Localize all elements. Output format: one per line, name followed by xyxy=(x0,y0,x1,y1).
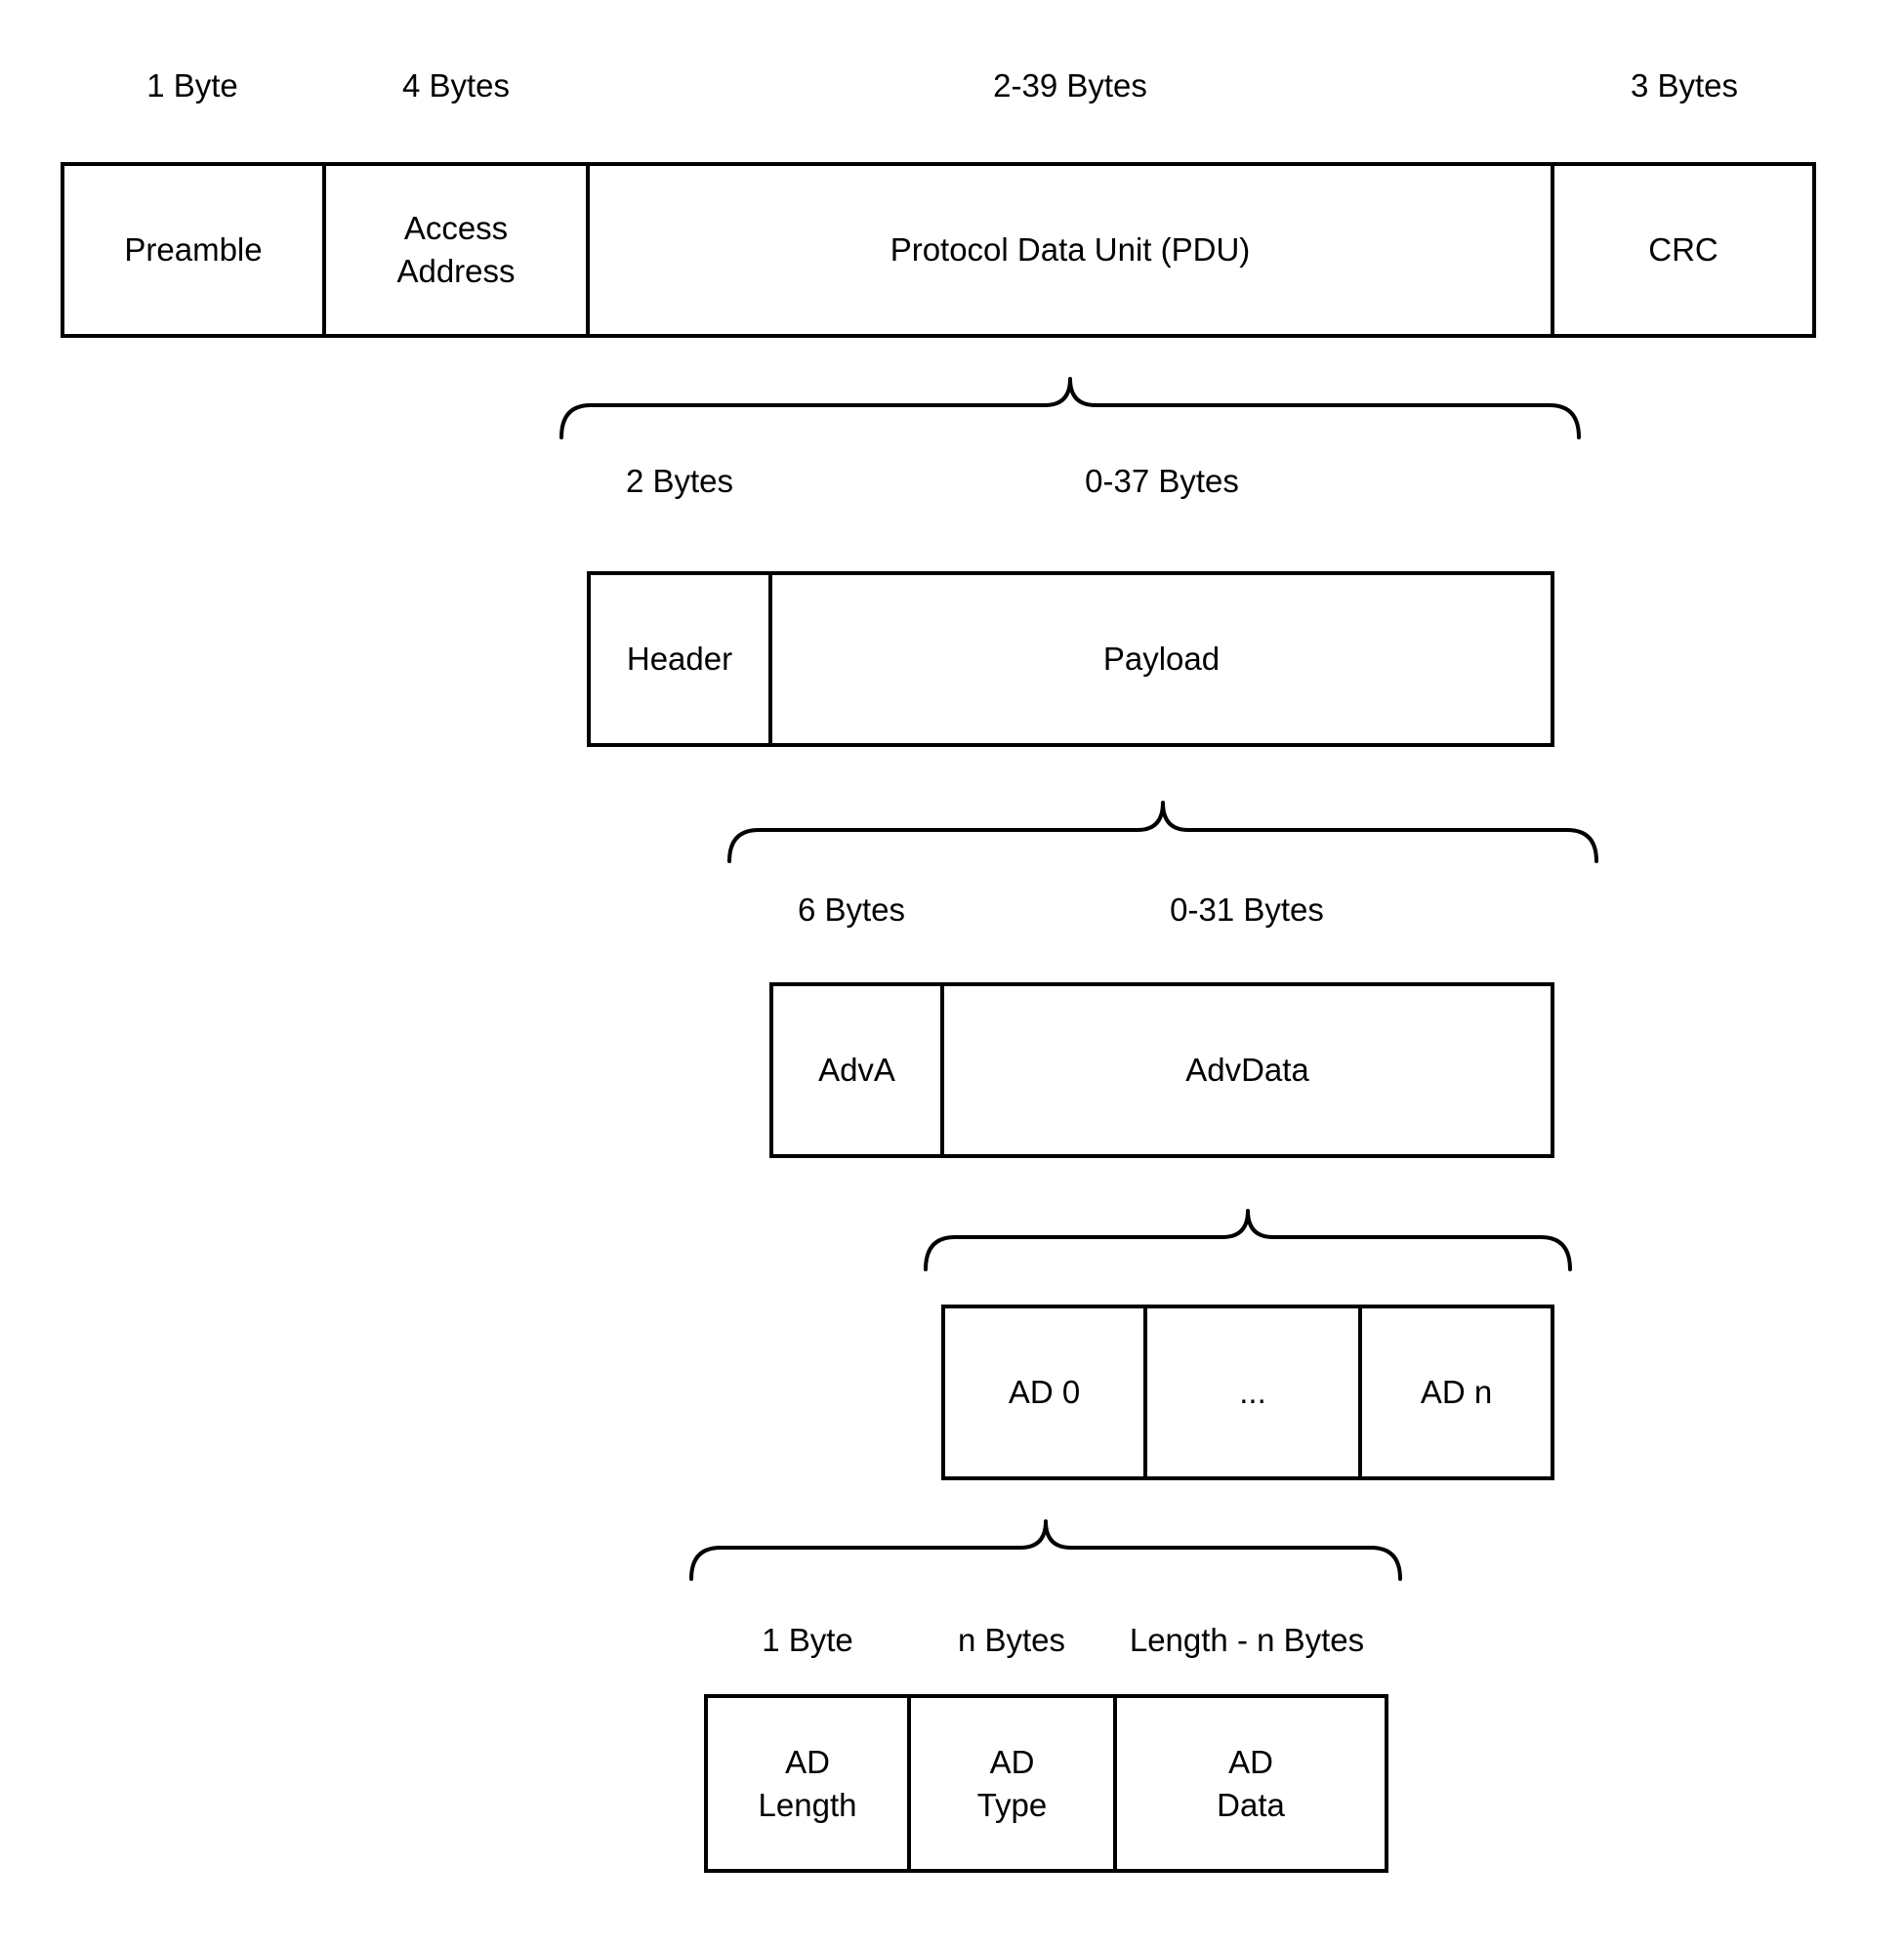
size-label-access-address: 4 Bytes xyxy=(401,67,511,104)
header-box: Header xyxy=(626,641,733,677)
payload-box: Payload xyxy=(768,575,1551,743)
ad-length-box: AD Length xyxy=(758,1743,857,1823)
size-label-header: 2 Bytes xyxy=(625,463,734,499)
ad-type-box: AD Type xyxy=(907,1698,1113,1869)
size-label-ad-type: n Bytes xyxy=(957,1622,1066,1658)
size-label-ad-length: 1 Byte xyxy=(762,1622,853,1658)
adn-box: AD n xyxy=(1358,1308,1551,1476)
access-address-box: Access Address xyxy=(322,166,586,334)
ad-data-box: AD Data xyxy=(1113,1698,1385,1869)
ad-ellipsis-box: ... xyxy=(1143,1308,1358,1476)
ad0-box: AD 0 xyxy=(1008,1374,1081,1410)
advdata-box: AdvData xyxy=(940,986,1551,1154)
size-label-adva: 6 Bytes xyxy=(797,891,906,928)
ad0-expansion-brace xyxy=(689,1519,1402,1581)
payload-expansion-brace xyxy=(727,801,1598,863)
size-label-pdu: 2-39 Bytes xyxy=(993,67,1147,104)
size-label-payload: 0-37 Bytes xyxy=(1085,463,1239,499)
crc-box: CRC xyxy=(1551,166,1812,334)
packet-row: Preamble Access Address Protocol Data Un… xyxy=(61,162,1816,338)
adva-box: AdvA xyxy=(818,1052,895,1088)
payload-row: AdvA AdvData xyxy=(769,982,1554,1158)
size-label-preamble: 1 Byte xyxy=(146,67,238,104)
pdu-row: Header Payload xyxy=(587,571,1554,747)
advdata-row: AD 0 ... AD n xyxy=(941,1305,1554,1480)
ad-structure-row: AD Length AD Type AD Data xyxy=(704,1694,1388,1873)
size-label-crc: 3 Bytes xyxy=(1630,67,1739,104)
preamble-box: Preamble xyxy=(124,231,263,268)
pdu-expansion-brace xyxy=(559,377,1581,439)
pdu-box: Protocol Data Unit (PDU) xyxy=(586,166,1551,334)
size-label-ad-data: Length - n Bytes xyxy=(1129,1622,1365,1658)
advdata-expansion-brace xyxy=(924,1209,1572,1271)
size-label-advdata: 0-31 Bytes xyxy=(1170,891,1324,928)
